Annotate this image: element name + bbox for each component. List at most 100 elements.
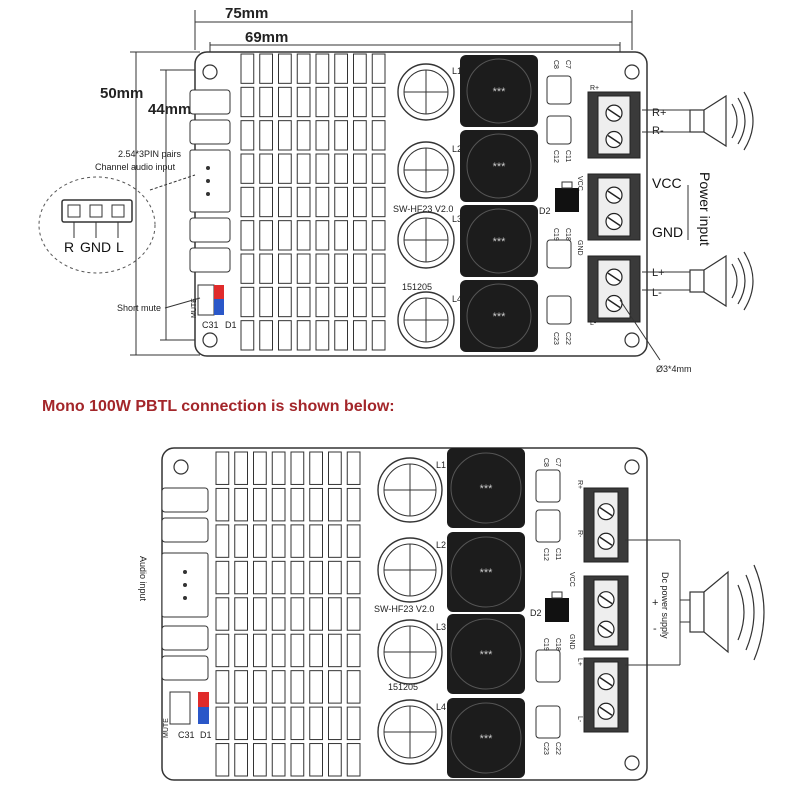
inductor-mark: ***	[480, 567, 494, 579]
dc-plus-label: +	[652, 597, 658, 609]
heatsink-fin	[371, 286, 386, 318]
heatsink-fin	[215, 524, 230, 558]
heatsink-fin	[290, 706, 305, 741]
model-label: SW-HF23 V2.0	[393, 204, 453, 214]
gnd-label: GND	[80, 239, 111, 255]
heatsink-fin	[290, 597, 305, 631]
inductor-mark: ***	[493, 86, 507, 98]
heatsink-fin	[259, 53, 273, 84]
inductor-block	[460, 55, 538, 127]
heatsink-fin	[315, 320, 330, 351]
board-r-plus-bottom: R+	[576, 480, 583, 489]
mount-hole-bl	[624, 755, 640, 771]
heatsink-fin	[328, 743, 342, 777]
inductor-ring	[466, 133, 532, 199]
zoom-connector	[61, 199, 133, 223]
heatsink-fin	[328, 670, 342, 704]
pin-pairs-label: 2.54*3PIN pairs	[118, 149, 182, 159]
screw-slot	[607, 272, 621, 282]
screw-slot	[599, 507, 613, 517]
heatsink-fin	[371, 86, 386, 118]
heatsink-fin	[309, 743, 323, 777]
inductor-block	[460, 130, 538, 202]
heatsink-fin	[234, 743, 248, 777]
heatsink-fin	[271, 670, 286, 704]
inductor-block	[447, 532, 525, 612]
inductor-ring	[466, 208, 532, 274]
heatsink-fin	[353, 286, 367, 318]
heatsink-fin	[296, 286, 311, 318]
c31-label: C31	[202, 320, 219, 330]
caption-wrap: Mono 100W PBTL connection is shown below…	[42, 398, 395, 415]
heatsink-fin	[296, 120, 311, 151]
heatsink-fin	[215, 451, 230, 485]
heatsink-fin	[259, 320, 273, 351]
cap-c8-top: C8	[552, 60, 559, 69]
heatsink-fin	[309, 560, 323, 595]
d2-chip	[545, 591, 569, 622]
inductor-mark: ***	[493, 236, 507, 248]
hole-dim-label: Ø3*4mm	[656, 364, 692, 374]
mount-hole-bl	[202, 332, 218, 348]
heatsink-fin	[346, 487, 361, 522]
board-l-minus-bottom: L-	[576, 716, 583, 723]
heatsink-fin	[309, 706, 323, 741]
d2-label: D2	[530, 608, 542, 618]
heatsink-fin	[346, 560, 361, 595]
heatsink-fin	[296, 220, 311, 251]
heatsink-fin	[253, 487, 267, 522]
inductor-mark: ***	[493, 161, 507, 173]
heatsink-fin	[353, 186, 367, 218]
heatsink-fin	[315, 86, 330, 118]
dc-minus-label: -	[653, 623, 657, 635]
heatsink-fin	[240, 86, 255, 118]
heatsink-fin	[278, 253, 292, 284]
inductor-label: L4	[436, 702, 446, 712]
heatsink-fin	[278, 86, 292, 118]
heatsink-fin	[290, 487, 305, 522]
heatsink-fin	[240, 286, 255, 318]
heatsink-fin	[315, 120, 330, 151]
heatsink-fin	[259, 286, 273, 318]
speaker-icon	[689, 564, 765, 661]
cap-c22-bottom: C22	[554, 742, 561, 755]
heatsink-fin	[309, 487, 323, 522]
heatsink-fin	[271, 524, 286, 558]
heatsink-fin	[371, 153, 386, 184]
inductors-top: ************	[460, 55, 538, 352]
r-label: R	[64, 239, 74, 255]
screw-slot	[607, 108, 621, 118]
heatsink-fin	[334, 286, 348, 318]
heatsink-fin	[328, 597, 342, 631]
heatsink-fin	[296, 320, 311, 351]
mount-hole-tl	[202, 64, 218, 80]
heatsink-fin	[271, 597, 286, 631]
inductors-bottom: ************	[447, 448, 525, 778]
inductor-mark: ***	[480, 649, 494, 661]
board-vcc-top: VCC	[576, 176, 583, 191]
heatsink-fin	[296, 53, 311, 84]
screw-slot	[599, 536, 613, 546]
heatsink-fin	[290, 451, 305, 485]
r-minus-label: R-	[652, 125, 664, 137]
board-l-plus-bottom: L+	[576, 658, 583, 666]
heatsink-fin	[328, 487, 342, 522]
inductor-block	[447, 698, 525, 778]
wiring-bottom	[625, 539, 690, 666]
heatsink-fin	[234, 560, 248, 595]
heatsink-fin	[259, 120, 273, 151]
inductor-ring	[466, 283, 532, 349]
heatsink-fin	[240, 220, 255, 251]
heatsink-fin	[296, 186, 311, 218]
heatsink-fin	[253, 633, 267, 668]
d2-chip	[555, 181, 579, 212]
mute-label: MUTE	[191, 298, 198, 318]
inductor-ring	[466, 58, 532, 124]
terminals-top	[587, 91, 641, 323]
heatsink-fin	[234, 633, 248, 668]
heatsink-fin	[346, 706, 361, 741]
board-vcc-bottom: VCC	[568, 572, 575, 587]
heatsink-fin	[334, 153, 348, 184]
heatsink-grid	[215, 451, 361, 777]
board-l-minus-top: L-	[590, 320, 597, 327]
